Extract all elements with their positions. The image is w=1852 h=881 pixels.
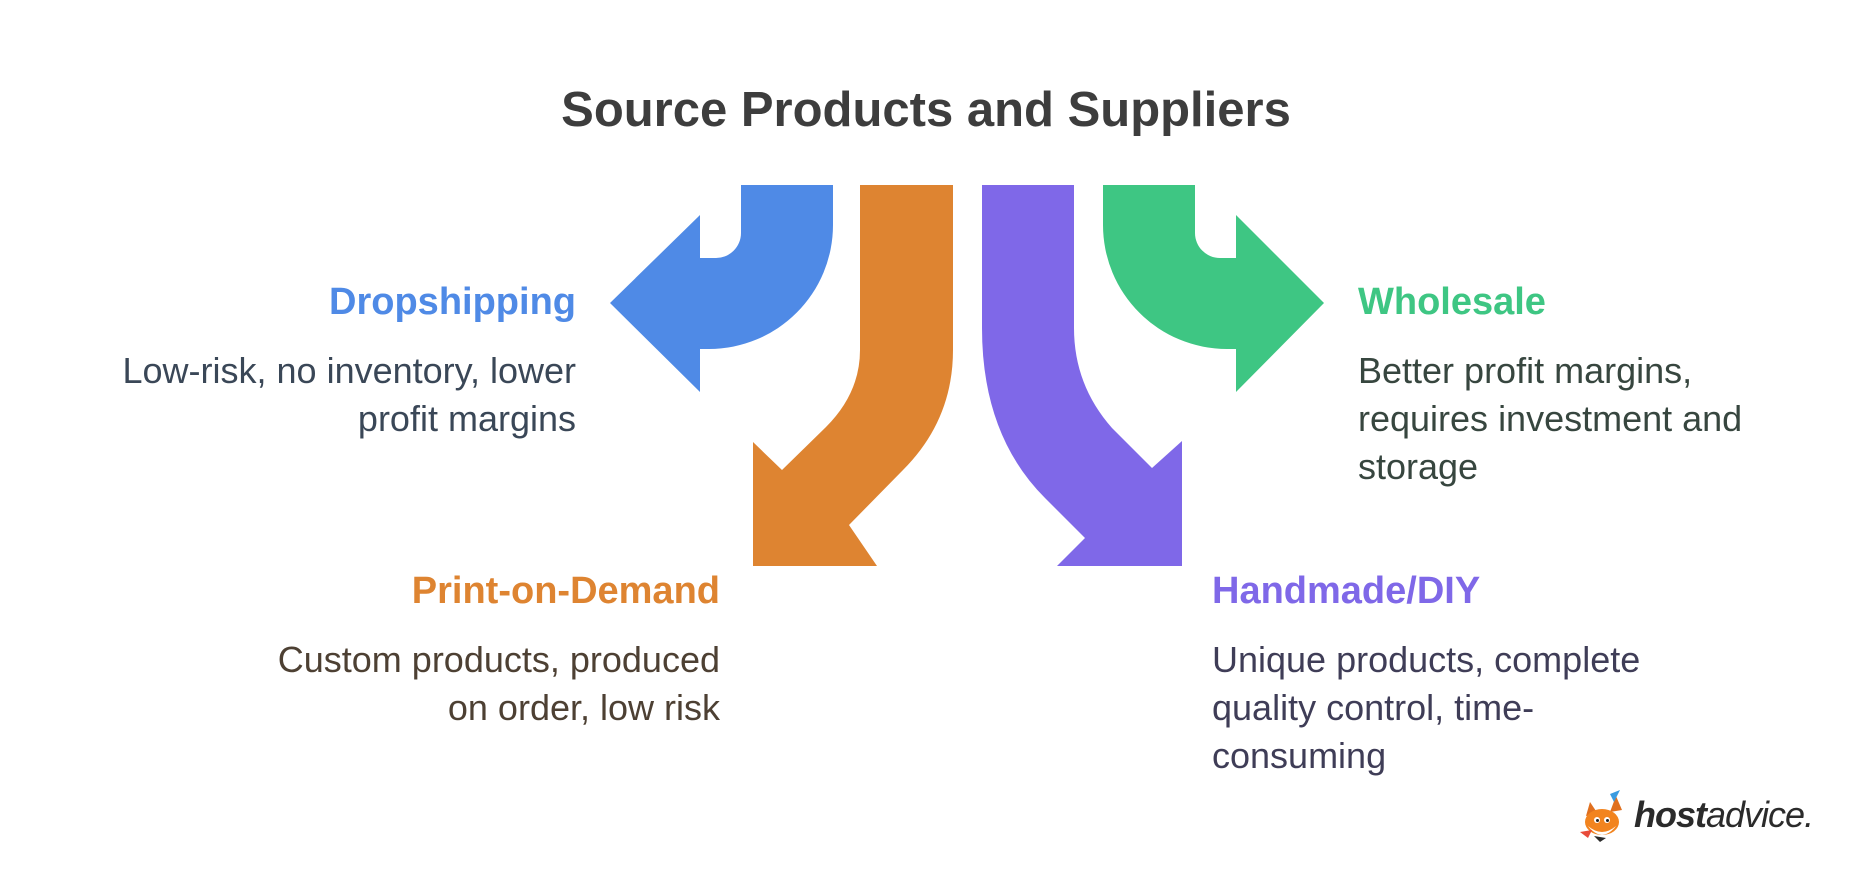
dropshipping-desc-line-1: Low-risk, no inventory, lower bbox=[122, 349, 577, 391]
logo-wordmark-regular: advice. bbox=[1706, 794, 1814, 835]
fox-mascot-icon bbox=[1580, 790, 1622, 842]
handmade-block: Handmade/DIY Unique products, complete q… bbox=[1212, 570, 1712, 780]
dropshipping-desc-line-2: profit margins bbox=[357, 397, 576, 439]
print-on-demand-desc-line-2: on order, low risk bbox=[447, 686, 720, 728]
diagram-title: Source Products and Suppliers bbox=[561, 83, 1291, 137]
handmade-desc-line-2: quality control, time- bbox=[1212, 686, 1535, 728]
print-on-demand-desc-line-1: Custom products, produced bbox=[277, 638, 720, 680]
wholesale-desc-line-3: storage bbox=[1358, 445, 1479, 487]
wholesale-block: Wholesale Better profit margins, require… bbox=[1358, 281, 1818, 491]
dropshipping-heading: Dropshipping bbox=[329, 281, 576, 323]
dropshipping-block: Dropshipping Low-risk, no inventory, low… bbox=[40, 281, 577, 443]
dropshipping-arrow bbox=[610, 185, 833, 392]
wholesale-heading: Wholesale bbox=[1358, 281, 1546, 323]
wholesale-arrow bbox=[1103, 185, 1324, 392]
logo-wordmark: hostadvice. bbox=[1634, 794, 1814, 836]
handmade-desc-line-3: consuming bbox=[1212, 734, 1387, 776]
print-on-demand-arrow bbox=[753, 185, 953, 566]
hostadvice-logo: hostadvice. bbox=[1576, 788, 1816, 844]
wholesale-desc-line-2: requires investment and bbox=[1358, 397, 1743, 439]
print-on-demand-heading: Print-on-Demand bbox=[411, 570, 720, 612]
print-on-demand-block: Print-on-Demand Custom products, produce… bbox=[180, 570, 720, 732]
wholesale-desc-line-1: Better profit margins, bbox=[1358, 349, 1693, 391]
handmade-arrow bbox=[982, 185, 1182, 566]
logo-wordmark-bold: host bbox=[1634, 794, 1707, 835]
handmade-desc-line-1: Unique products, complete bbox=[1212, 638, 1641, 680]
handmade-heading: Handmade/DIY bbox=[1212, 570, 1481, 612]
